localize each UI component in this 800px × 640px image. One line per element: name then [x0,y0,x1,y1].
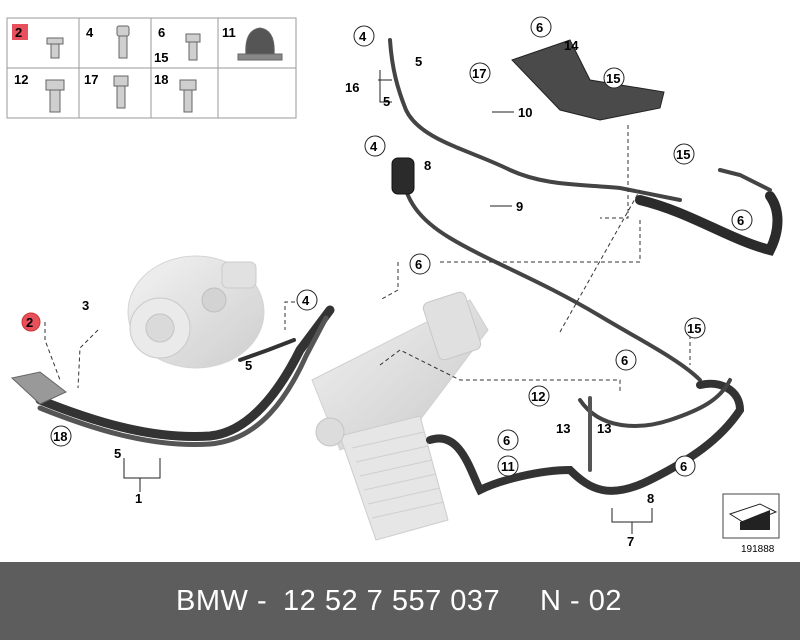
callout: 11 [501,459,515,474]
callout: 8 [647,491,654,506]
callout: 15 [687,321,701,336]
callout: 8 [424,158,431,173]
callout: 18 [53,429,67,444]
callout: 6 [621,353,628,368]
part-number-footer: BMW - 12 52 7 557 037 N - 02 [0,562,800,640]
callout: 5 [114,446,121,461]
callout: 13 [556,421,570,436]
callout: 5 [245,358,252,373]
orientation-symbol: 191888 [722,493,780,555]
callout: 17 [472,66,486,81]
callout: 7 [627,534,634,549]
heat-shield [511,39,665,121]
callout: 6 [503,433,510,448]
callouts: 2 3 18 5 1 4 5 6 4 5 16 5 4 8 17 10 6 14… [21,16,753,549]
hose-lines [10,38,783,496]
callout: 6 [680,459,687,474]
callout: 16 [345,80,359,95]
callout: 13 [597,421,611,436]
callout: 4 [370,139,378,154]
callout: 14 [564,38,579,53]
callout: 5 [415,54,422,69]
callout: 9 [516,199,523,214]
legend-item: 12 [14,72,28,87]
callout: 6 [536,20,543,35]
callout: 12 [531,389,545,404]
callout: 1 [135,491,142,506]
legend-item: 2 [15,25,22,40]
callout: 2 [26,315,33,330]
callout: 6 [415,257,422,272]
footer-brand: BMW [176,585,249,617]
callout: 15 [676,147,690,162]
callout-lines [123,70,653,534]
legend-item: 4 [86,25,94,40]
callout: 4 [359,29,367,44]
footer-part-number: 12 52 7 557 037 [283,585,501,617]
callout: 10 [518,105,532,120]
legend-item: 6 [158,25,165,40]
footer-variant: N - 02 [540,585,622,617]
callout: 4 [302,293,310,308]
callout: 5 [383,94,390,109]
footer-separator: - [257,585,268,617]
legend-item: 11 [222,25,236,40]
steering-gear-ghost [311,291,489,541]
reference-number: 191888 [741,544,775,555]
power-steering-pump-ghost [127,255,265,369]
callout: 6 [737,213,744,228]
parts-legend-grid: 2 4 6 15 11 12 17 18 [6,17,297,119]
callout: 3 [82,298,89,313]
legend-item: 18 [154,72,168,87]
parts-diagram: 2 4 6 15 11 12 17 18 [6,16,783,555]
callout: 15 [606,71,620,86]
legend-item: 15 [154,50,168,65]
leader-lines [44,125,691,392]
legend-item: 17 [84,72,98,87]
